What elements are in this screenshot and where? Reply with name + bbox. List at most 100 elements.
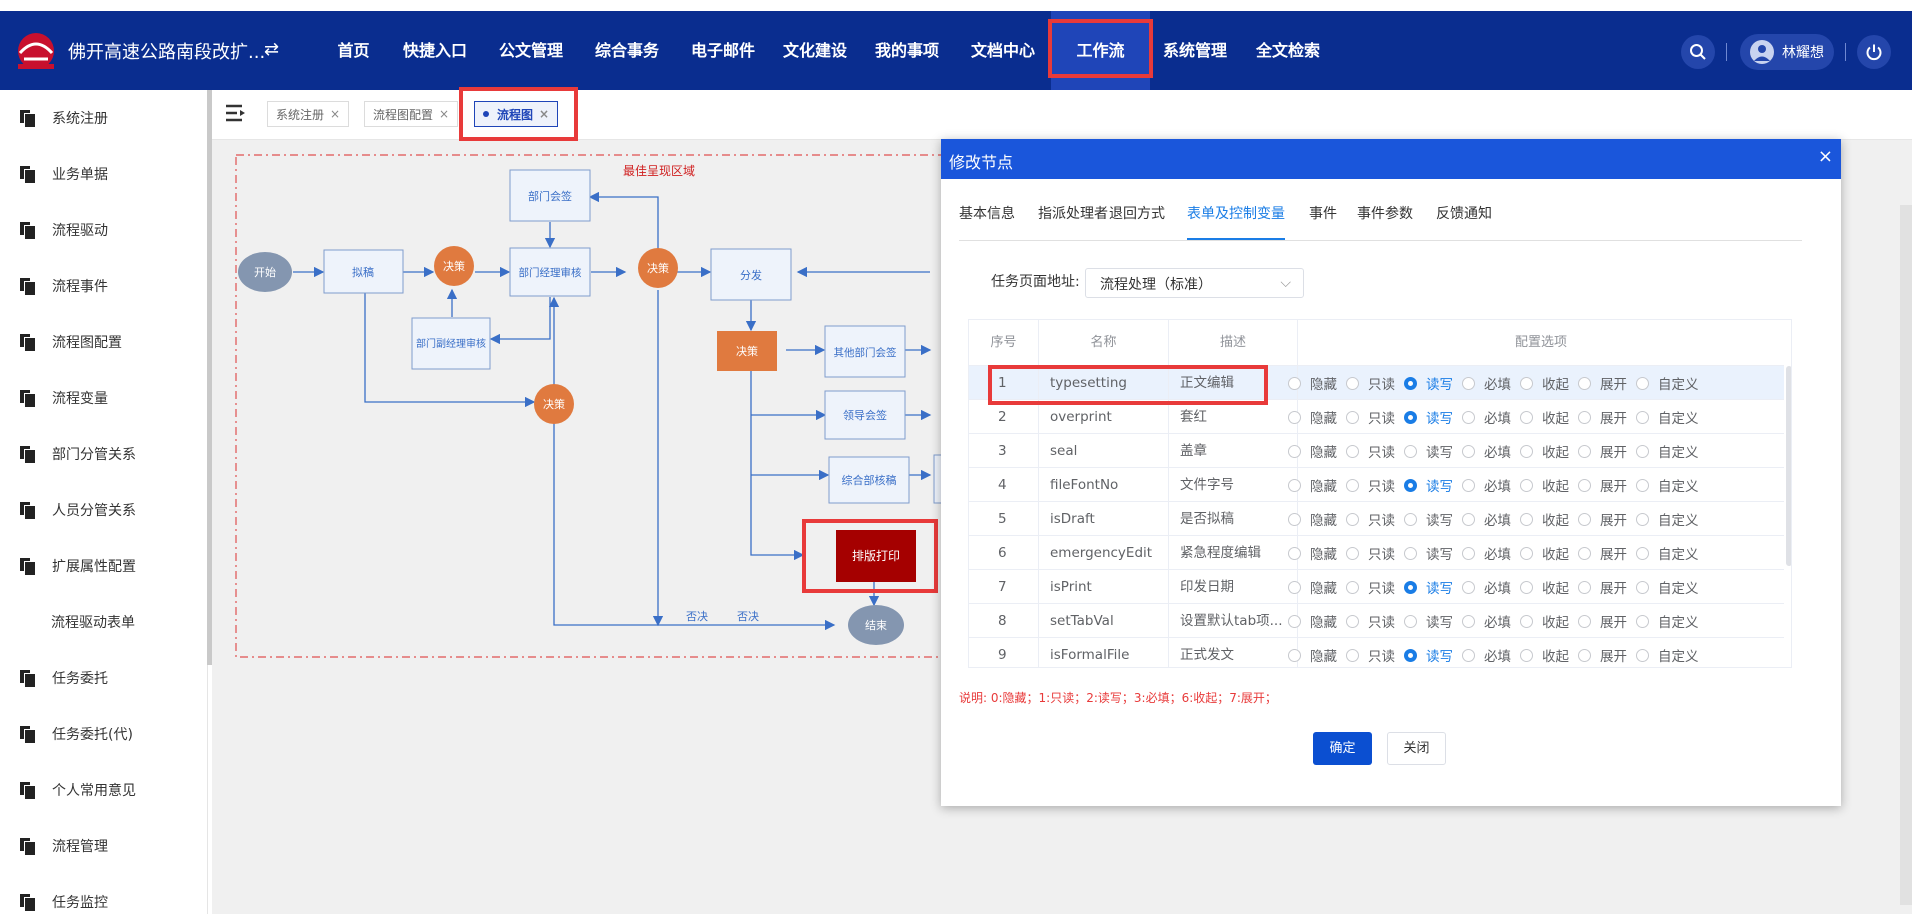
radio-icon[interactable] <box>1462 614 1475 628</box>
radio-icon[interactable] <box>1288 512 1301 526</box>
flow-node-general[interactable] <box>828 456 910 504</box>
dialog-tab[interactable]: 指派处理者 <box>1038 206 1108 222</box>
flow-node-print[interactable] <box>836 530 916 582</box>
config-radio[interactable]: 只读 <box>1346 611 1395 631</box>
radio-icon[interactable] <box>1288 580 1301 594</box>
radio-icon[interactable] <box>1462 546 1475 560</box>
config-radio[interactable]: 隐藏 <box>1288 407 1337 427</box>
radio-icon[interactable] <box>1578 444 1591 458</box>
config-radio[interactable]: 展开 <box>1578 441 1627 461</box>
nav-item[interactable]: 文档中心 <box>955 11 1051 90</box>
config-radio[interactable]: 自定义 <box>1636 407 1699 427</box>
config-radio[interactable]: 读写 <box>1404 407 1453 427</box>
radio-icon[interactable] <box>1288 444 1301 458</box>
sidebar-item[interactable]: 流程驱动表单 <box>0 594 208 650</box>
config-radio[interactable]: 必填 <box>1462 577 1511 597</box>
config-radio[interactable]: 自定义 <box>1636 475 1699 495</box>
config-radio[interactable]: 展开 <box>1578 577 1627 597</box>
close-icon[interactable]: × <box>539 107 550 121</box>
dialog-tab[interactable]: 退回方式 <box>1109 206 1165 222</box>
config-radio[interactable]: 只读 <box>1346 407 1395 427</box>
page-tab-flow-config[interactable]: 流程图配置× <box>364 101 459 127</box>
radio-icon[interactable] <box>1288 478 1301 492</box>
config-radio[interactable]: 必填 <box>1462 441 1511 461</box>
config-radio[interactable]: 收起 <box>1520 373 1569 393</box>
sidebar-item[interactable]: 任务委托(代) <box>0 706 208 762</box>
config-radio[interactable]: 只读 <box>1346 509 1395 529</box>
radio-icon[interactable] <box>1636 444 1649 458</box>
config-radio[interactable]: 自定义 <box>1636 611 1699 631</box>
config-radio[interactable]: 收起 <box>1520 611 1569 631</box>
dialog-tab[interactable]: 事件 <box>1309 206 1337 222</box>
config-radio[interactable]: 自定义 <box>1636 543 1699 563</box>
config-radio[interactable]: 只读 <box>1346 441 1395 461</box>
radio-icon[interactable] <box>1288 546 1301 560</box>
radio-icon[interactable] <box>1404 580 1417 594</box>
radio-icon[interactable] <box>1346 478 1359 492</box>
radio-icon[interactable] <box>1578 648 1591 662</box>
sidebar-item[interactable]: 流程事件 <box>0 258 208 314</box>
config-radio[interactable]: 读写 <box>1404 509 1453 529</box>
radio-icon[interactable] <box>1346 410 1359 424</box>
radio-icon[interactable] <box>1404 444 1417 458</box>
radio-icon[interactable] <box>1346 648 1359 662</box>
radio-icon[interactable] <box>1462 648 1475 662</box>
sidebar-item[interactable]: 系统注册 <box>0 90 208 146</box>
flow-node-other-sign[interactable] <box>824 325 906 378</box>
radio-icon[interactable] <box>1462 410 1475 424</box>
dialog-tab[interactable]: 事件参数 <box>1357 206 1413 222</box>
radio-icon[interactable] <box>1578 546 1591 560</box>
radio-icon[interactable] <box>1520 580 1533 594</box>
radio-icon[interactable] <box>1346 376 1359 390</box>
radio-icon[interactable] <box>1404 410 1417 424</box>
config-radio[interactable]: 自定义 <box>1636 441 1699 461</box>
flow-node-dept-mgr[interactable] <box>509 247 591 297</box>
config-radio[interactable]: 自定义 <box>1636 509 1699 529</box>
flow-node-end[interactable] <box>848 605 904 645</box>
task-page-select[interactable]: 流程处理（标准）⌵ <box>1085 268 1304 298</box>
flow-node-start[interactable] <box>238 252 292 292</box>
config-radio[interactable]: 必填 <box>1462 543 1511 563</box>
config-radio[interactable]: 自定义 <box>1636 645 1699 665</box>
config-radio[interactable]: 收起 <box>1520 441 1569 461</box>
table-scrollbar[interactable] <box>1786 366 1791 566</box>
config-radio[interactable]: 必填 <box>1462 407 1511 427</box>
radio-icon[interactable] <box>1520 444 1533 458</box>
config-radio[interactable]: 隐藏 <box>1288 611 1337 631</box>
radio-icon[interactable] <box>1462 444 1475 458</box>
config-radio[interactable]: 隐藏 <box>1288 475 1337 495</box>
sidebar-item[interactable]: 扩展属性配置 <box>0 538 208 594</box>
radio-icon[interactable] <box>1520 478 1533 492</box>
radio-icon[interactable] <box>1636 648 1649 662</box>
dialog-tab[interactable]: 基本信息 <box>959 206 1015 222</box>
config-radio[interactable]: 必填 <box>1462 645 1511 665</box>
radio-icon[interactable] <box>1462 512 1475 526</box>
nav-item[interactable]: 文化建设 <box>771 11 859 90</box>
dialog-tab[interactable]: 表单及控制变量 <box>1187 203 1285 240</box>
nav-item[interactable]: 工作流 <box>1048 11 1153 90</box>
sidebar-item[interactable]: 任务委托 <box>0 650 208 706</box>
radio-icon[interactable] <box>1346 444 1359 458</box>
sidebar-item[interactable]: 任务监控 <box>0 874 208 914</box>
config-radio[interactable]: 收起 <box>1520 407 1569 427</box>
radio-icon[interactable] <box>1578 580 1591 594</box>
user-menu[interactable]: 林耀想 <box>1740 34 1834 70</box>
config-radio[interactable]: 收起 <box>1520 509 1569 529</box>
config-radio[interactable]: 只读 <box>1346 577 1395 597</box>
radio-icon[interactable] <box>1520 648 1533 662</box>
radio-icon[interactable] <box>1288 410 1301 424</box>
config-radio[interactable]: 只读 <box>1346 543 1395 563</box>
config-radio[interactable]: 收起 <box>1520 475 1569 495</box>
config-radio[interactable]: 隐藏 <box>1288 543 1337 563</box>
radio-icon[interactable] <box>1636 376 1649 390</box>
search-button[interactable] <box>1681 35 1715 69</box>
radio-icon[interactable] <box>1520 614 1533 628</box>
radio-icon[interactable] <box>1346 580 1359 594</box>
sidebar-item[interactable]: 流程驱动 <box>0 202 208 258</box>
sidebar-item[interactable]: 业务单据 <box>0 146 208 202</box>
radio-icon[interactable] <box>1462 376 1475 390</box>
config-radio[interactable]: 隐藏 <box>1288 577 1337 597</box>
radio-icon[interactable] <box>1404 546 1417 560</box>
sidebar-item[interactable]: 流程变量 <box>0 370 208 426</box>
radio-icon[interactable] <box>1462 478 1475 492</box>
